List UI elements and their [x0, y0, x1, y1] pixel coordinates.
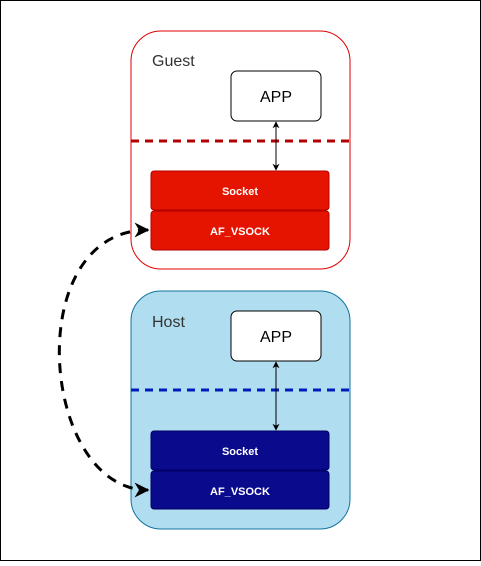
guest-container: Guest APP Socket AF_VSOCK: [130, 30, 351, 270]
guest-app-label: APP: [260, 89, 292, 106]
host-app-box: APP: [230, 310, 322, 362]
host-app-label: APP: [260, 329, 292, 346]
host-vsock-block: AF_VSOCK: [150, 470, 330, 510]
host-label: Host: [152, 314, 185, 331]
vsock-connection-arrow: [57, 222, 150, 498]
guest-label: Guest: [152, 53, 195, 70]
guest-socket-label: Socket: [222, 186, 258, 198]
host-socket-label: Socket: [222, 446, 258, 458]
guest-vsock-label: AF_VSOCK: [210, 226, 270, 238]
guest-app-box: APP: [230, 70, 322, 122]
guest-socket-block: Socket: [150, 170, 330, 211]
host-vsock-label: AF_VSOCK: [210, 486, 270, 498]
guest-vsock-block: AF_VSOCK: [150, 210, 330, 251]
host-container: Host APP Socket AF_VSOCK: [130, 290, 351, 530]
host-socket-block: Socket: [150, 430, 330, 471]
